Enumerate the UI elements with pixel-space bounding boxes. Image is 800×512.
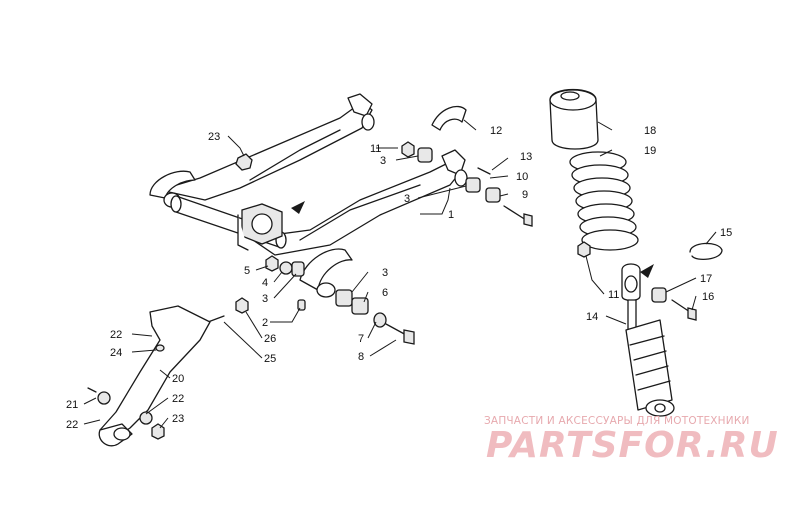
callout-3-top: 3 — [380, 155, 386, 167]
callout-11-left: 11 — [370, 143, 381, 155]
callout-25: 25 — [264, 353, 276, 365]
callout-6: 6 — [382, 287, 388, 299]
callout-8: 8 — [358, 351, 364, 363]
callout-18: 18 — [644, 125, 656, 137]
callout-1: 1 — [448, 209, 454, 221]
callout-15: 15 — [720, 227, 732, 239]
callout-7: 7 — [358, 333, 364, 345]
suspension-arm-assembly — [149, 93, 654, 298]
callout-21: 21 — [66, 399, 78, 411]
callout-2: 2 — [262, 317, 268, 329]
callout-22-top: 22 — [110, 329, 122, 341]
callout-3-front: 3 — [382, 267, 388, 279]
callout-23-bottom: 23 — [172, 413, 184, 425]
callout-5: 5 — [244, 265, 250, 277]
callout-10: 10 — [516, 171, 528, 183]
callout-24: 24 — [110, 347, 122, 359]
callout-17: 17 — [700, 273, 712, 285]
callout-22-bottom-left: 22 — [66, 419, 78, 431]
callout-16: 16 — [702, 291, 714, 303]
callout-11-right: 11 — [608, 289, 619, 301]
callout-labels: 1 2 3 3 3 3 4 5 6 7 8 9 10 11 11 12 13 1… — [66, 125, 732, 431]
callout-20: 20 — [172, 373, 184, 385]
watermark-subtitle: ЗАПЧАСТИ И АКСЕССУАРЫ ДЛЯ МОТОТЕХНИКИ — [484, 415, 750, 427]
callout-23-top: 23 — [208, 131, 220, 143]
callout-3-right: 3 — [404, 193, 410, 205]
callout-9: 9 — [522, 189, 528, 201]
shock-absorber-assembly — [549, 88, 723, 417]
callout-19: 19 — [644, 145, 656, 157]
callout-13: 13 — [520, 151, 532, 163]
callout-14: 14 — [586, 311, 598, 323]
watermark-logo: PARTSFOR.RU — [486, 425, 779, 466]
callout-4: 4 — [262, 277, 268, 289]
callout-12: 12 — [490, 125, 502, 137]
callout-3-left: 3 — [262, 293, 268, 305]
callout-26: 26 — [264, 333, 276, 345]
idler-arm-bracket — [87, 305, 211, 447]
leader-lines — [83, 119, 717, 429]
callout-22-bottom-right: 22 — [172, 393, 184, 405]
spring — [569, 151, 639, 251]
